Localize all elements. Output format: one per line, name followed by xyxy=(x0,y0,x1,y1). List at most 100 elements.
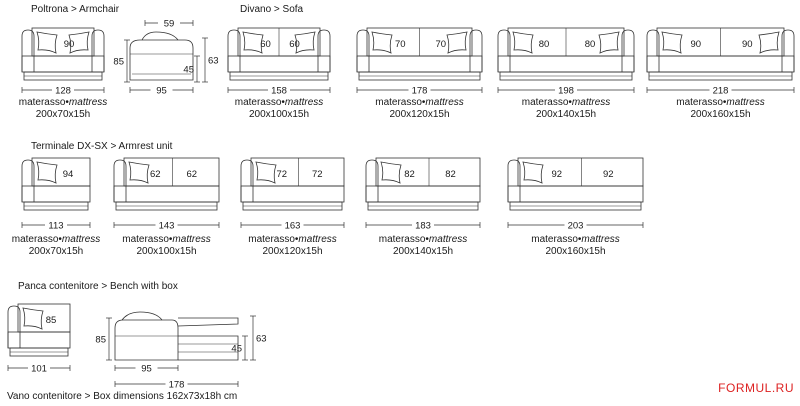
armrest-3-left-arm xyxy=(365,159,379,202)
cushion-icon xyxy=(598,31,620,54)
cushion-icon xyxy=(522,161,544,184)
mattress-label-en: mattress xyxy=(428,234,468,245)
armchair-depth-mask xyxy=(150,84,173,96)
armrest-4-width-mask xyxy=(564,219,587,231)
sofa-0-seat-width: 60 xyxy=(260,39,271,50)
sofa-0-seat xyxy=(227,55,331,73)
box-dimensions-label: Vano contenitore > Box dimensions 162x73… xyxy=(7,391,238,402)
armrest-2-seat-width: 72 xyxy=(312,169,323,180)
section-armchair: Poltrona > Armchair xyxy=(31,4,120,15)
armrest-3-seat xyxy=(365,185,481,203)
bench-arm-height-value: 63 xyxy=(256,334,267,345)
sofa-3-seat xyxy=(646,55,795,73)
armchair-width-value: 128 xyxy=(55,86,71,97)
mattress-label-en: mattress xyxy=(298,234,337,245)
bench-front-left-arm xyxy=(7,305,21,348)
bench-width-mask xyxy=(28,362,50,374)
armrest-1-width-value: 143 xyxy=(159,221,175,232)
bench-width-value: 101 xyxy=(31,364,47,375)
armchair-width-mask xyxy=(52,84,74,96)
sofa-1-left-arm xyxy=(356,29,370,72)
cushion-icon xyxy=(758,31,780,54)
sofa-3-left-arm xyxy=(646,29,660,72)
mattress-label-en: mattress xyxy=(68,97,108,108)
mattress-size: 200x70x15h xyxy=(35,109,91,120)
sofa-1-seat-width: 70 xyxy=(435,39,446,50)
armrest-3-seat-width: 82 xyxy=(404,169,415,180)
sofa-0-left-arm xyxy=(227,29,241,72)
mattress-size: 200x140x15h xyxy=(535,109,597,120)
armrest-1-seat-width: 62 xyxy=(186,169,197,180)
armchair-depth-top-mask xyxy=(158,17,180,29)
armrest-2-seat-width: 72 xyxy=(276,169,287,180)
watermark: FORMUL.RU xyxy=(718,381,794,395)
mattress-label-en: mattress xyxy=(425,97,464,108)
armrest-1-seat-width: 62 xyxy=(150,169,161,180)
mattress-label-en: mattress xyxy=(61,234,101,245)
mattress-label-it: materasso• xyxy=(378,234,429,245)
sofa-3-seat-width: 90 xyxy=(690,39,701,50)
sofa-3-seat-width: 90 xyxy=(742,39,753,50)
sofa-0-seat-width: 60 xyxy=(289,39,300,50)
mattress-size: 200x160x15h xyxy=(545,246,606,257)
mattress-label-it: materasso• xyxy=(521,97,572,108)
sofa-2-width-mask xyxy=(555,84,577,96)
bench-total-value: 178 xyxy=(169,380,185,391)
bench-front-seat-width: 85 xyxy=(46,315,57,326)
armrest-1-seat xyxy=(113,185,220,203)
cushion-icon xyxy=(22,307,44,330)
mattress-size: 200x160x15h xyxy=(690,109,751,120)
armrest-4-left-arm xyxy=(507,159,521,202)
cushion-icon xyxy=(36,31,58,54)
armchair-arm-height-value: 63 xyxy=(208,56,219,67)
sofa-0-width-mask xyxy=(268,84,290,96)
mattress-label-it: materasso• xyxy=(375,97,426,108)
sofa-2-seat-width: 80 xyxy=(585,39,596,50)
armrest-1-left-arm xyxy=(113,159,127,202)
cushion-icon xyxy=(371,31,393,54)
armrest-2-width-value: 163 xyxy=(285,221,301,232)
sofa-2-seat-width: 80 xyxy=(539,39,550,50)
armrest-2-seat xyxy=(240,185,345,203)
armchair-seat-height-value: 45 xyxy=(183,65,194,76)
armrest-2-back xyxy=(250,157,345,187)
bench-front-seat xyxy=(7,331,71,349)
mattress-label-en: mattress xyxy=(581,234,620,245)
mattress-label-it: materasso• xyxy=(18,97,69,108)
mattress-size: 200x100x15h xyxy=(248,109,310,120)
mattress-label-en: mattress xyxy=(284,97,324,108)
mattress-label-it: materasso• xyxy=(676,97,727,108)
bench-total-mask xyxy=(165,378,188,390)
cushion-icon xyxy=(446,31,468,54)
armrest-3-seat-width: 82 xyxy=(445,169,456,180)
bench-depth-value: 95 xyxy=(141,364,152,375)
cushion-icon xyxy=(242,31,264,54)
armrest-0-back xyxy=(31,157,91,187)
armrest-4-seat xyxy=(507,185,644,203)
armrest-3-width-mask xyxy=(412,219,434,231)
mattress-label-it: materasso• xyxy=(11,234,62,245)
mattress-size: 200x140x15h xyxy=(392,246,454,257)
cushion-icon xyxy=(380,161,402,184)
armrest-1-back xyxy=(123,157,220,187)
bench-box-lid xyxy=(177,317,239,327)
armchair-depth-value: 95 xyxy=(156,86,167,97)
cushion-icon xyxy=(294,31,316,54)
armrest-0-seat xyxy=(21,185,91,203)
mattress-label-en: mattress xyxy=(726,97,765,108)
armrest-3-width-value: 183 xyxy=(415,221,431,232)
sofa-3-width-value: 218 xyxy=(713,86,729,97)
cushion-icon xyxy=(512,31,534,54)
armrest-0-width-mask xyxy=(45,219,67,231)
mattress-size: 200x120x15h xyxy=(262,246,323,257)
armchair-side-body xyxy=(129,39,194,81)
